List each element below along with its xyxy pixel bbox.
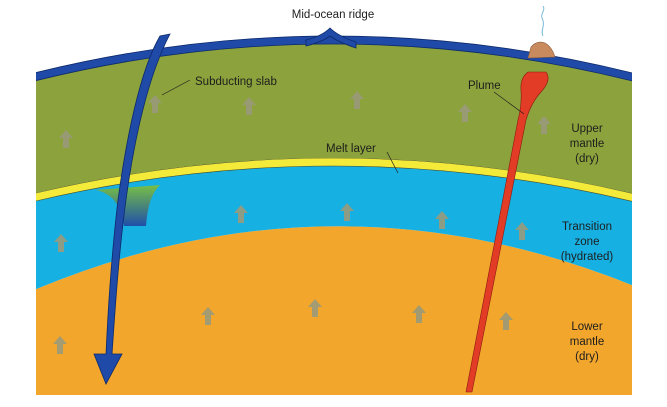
transition-line-3: (hydrated) bbox=[561, 251, 614, 263]
ridge-label: Mid-ocean ridge bbox=[292, 9, 374, 21]
up-arrow-icon bbox=[435, 211, 449, 229]
upper-mantle-label: Upper mantle (dry) bbox=[570, 123, 605, 165]
up-arrow-icon bbox=[53, 336, 67, 354]
up-arrow-icon bbox=[308, 299, 322, 317]
upper-line-1: Upper bbox=[571, 123, 602, 135]
up-arrow-icon bbox=[234, 205, 248, 223]
up-arrow-icon bbox=[537, 116, 551, 134]
lower-mantle-layer bbox=[36, 226, 632, 395]
eruption-plume-icon bbox=[541, 5, 545, 37]
lower-line-2: mantle bbox=[570, 336, 605, 348]
up-arrow-icon bbox=[340, 203, 354, 221]
upper-line-2: mantle bbox=[570, 138, 605, 150]
up-arrow-icon bbox=[412, 305, 426, 323]
upper-mantle-layer bbox=[36, 40, 632, 194]
transition-line-1: Transition bbox=[562, 221, 612, 233]
oceanic-crust bbox=[36, 35, 632, 82]
up-arrow-icon bbox=[201, 307, 215, 325]
up-arrow-icon bbox=[54, 234, 68, 252]
plume-conduit bbox=[465, 71, 549, 393]
volcano bbox=[527, 41, 556, 59]
transition-line-2: zone bbox=[575, 236, 600, 248]
leader-slab bbox=[161, 79, 191, 96]
plume-label: Plume bbox=[468, 80, 501, 92]
up-arrow-icon bbox=[515, 222, 529, 240]
lower-line-1: Lower bbox=[571, 321, 602, 333]
leader-plume bbox=[493, 91, 525, 115]
leader-melt bbox=[386, 151, 399, 174]
flow-arrows bbox=[53, 91, 551, 354]
slab-depression bbox=[96, 185, 160, 226]
up-arrow-icon bbox=[350, 91, 364, 109]
melt-layer-label: Melt layer bbox=[326, 143, 376, 155]
lower-mantle-label: Lower mantle (dry) bbox=[570, 321, 605, 363]
slab-label: Subducting slab bbox=[195, 76, 277, 88]
subducting-slab bbox=[93, 33, 171, 385]
mid-ocean-ridge-shape bbox=[305, 27, 357, 49]
up-arrow-icon bbox=[458, 104, 472, 122]
up-arrow-icon bbox=[148, 95, 162, 113]
transition-zone-label: Transition zone (hydrated) bbox=[561, 221, 614, 263]
upper-line-3: (dry) bbox=[575, 153, 599, 165]
up-arrow-icon bbox=[499, 312, 513, 330]
transition-zone-layer bbox=[36, 164, 632, 290]
up-arrow-icon bbox=[59, 130, 73, 148]
up-arrow-icon bbox=[242, 97, 256, 115]
lower-line-3: (dry) bbox=[575, 351, 599, 363]
